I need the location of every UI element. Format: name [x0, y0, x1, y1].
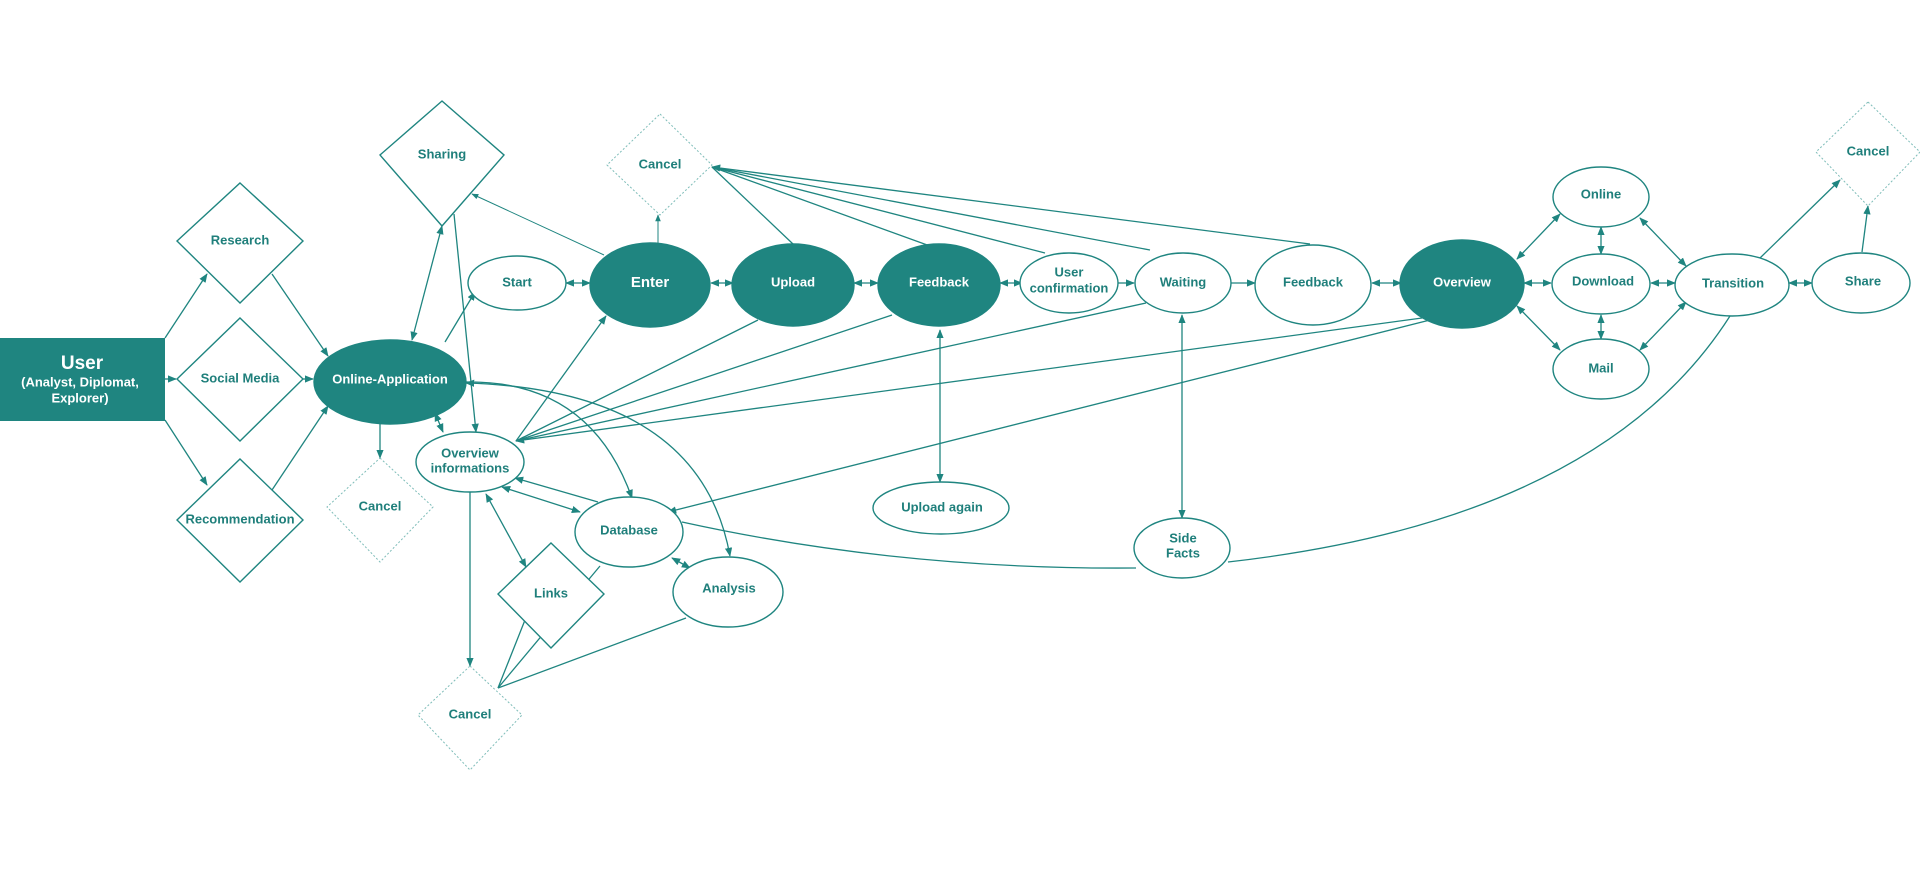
- cancel-top-label: Cancel: [639, 156, 682, 171]
- mail-label: Mail: [1588, 360, 1613, 375]
- edge-waiting-cancel: [711, 166, 1151, 251]
- upload-label: Upload: [771, 274, 815, 289]
- cancel-left-node[interactable]: Cancel: [326, 457, 434, 563]
- edge-sidefacts-transition: [1227, 315, 1731, 563]
- edge-info-upload: [515, 319, 759, 442]
- enter-label: Enter: [631, 274, 670, 291]
- overview-informations-node[interactable]: Overview informations: [415, 431, 525, 493]
- edge-user-recommendation: [164, 419, 208, 486]
- edge-overview-online: [1516, 213, 1561, 260]
- analysis-node[interactable]: Analysis: [672, 556, 784, 628]
- links-label: Links: [534, 585, 568, 600]
- user-box[interactable]: User (Analyst, Diplomat, Explorer): [0, 338, 165, 421]
- user-sub-2: Explorer): [51, 390, 108, 405]
- edge-app-analysis: [465, 379, 733, 557]
- social-media-label: Social Media: [201, 370, 281, 385]
- overview-node[interactable]: Overview: [1399, 239, 1525, 329]
- edge-app-sharing: [410, 225, 444, 341]
- recommendation-label: Recommendation: [185, 511, 294, 526]
- edge-app-overviewinfo: [434, 412, 444, 433]
- online-node[interactable]: Online: [1552, 166, 1650, 228]
- edge-userconf-cancel: [711, 166, 1046, 254]
- edge-overview-mail: [1516, 305, 1561, 351]
- download-node[interactable]: Download: [1551, 253, 1651, 315]
- cancel-top-node[interactable]: Cancel: [606, 113, 713, 216]
- user-confirmation-line1: User: [1055, 264, 1084, 279]
- cancel-left-label: Cancel: [359, 498, 402, 513]
- edge-app-start: [444, 291, 476, 343]
- sharing-label: Sharing: [418, 146, 466, 161]
- edge-analysis-cancel: [497, 617, 687, 689]
- transition-label: Transition: [1702, 275, 1764, 290]
- links-node[interactable]: Links: [497, 542, 605, 649]
- online-label: Online: [1581, 186, 1621, 201]
- database-label: Database: [600, 522, 658, 537]
- user-confirmation-node[interactable]: User confirmation: [1019, 252, 1119, 314]
- edge-mail-transition: [1639, 301, 1687, 351]
- upload-node[interactable]: Upload: [731, 243, 855, 327]
- edge-info-waiting: [515, 302, 1147, 442]
- share-label: Share: [1845, 273, 1881, 288]
- edge-database-sidefacts: [681, 521, 1137, 569]
- edge-share-cancel: [1861, 205, 1871, 253]
- edge-enter-sharing: [471, 193, 605, 256]
- edge-recommendation-app: [271, 405, 329, 491]
- edge-database-analysis: [671, 557, 691, 569]
- waiting-node[interactable]: Waiting: [1134, 252, 1232, 314]
- analysis-label: Analysis: [702, 580, 755, 595]
- edge-research-app: [271, 273, 329, 357]
- database-node[interactable]: Database: [574, 496, 684, 568]
- sharing-node[interactable]: Sharing: [379, 100, 505, 228]
- edge-database-info: [514, 476, 599, 503]
- edge-online-transition: [1639, 217, 1687, 267]
- edge-overview-database: [667, 319, 1431, 514]
- overview-label: Overview: [1433, 274, 1492, 289]
- edge-links-cancel: [497, 619, 526, 689]
- edges: [164, 164, 1871, 689]
- mail-node[interactable]: Mail: [1552, 338, 1650, 400]
- social-media-node[interactable]: Social Media: [175, 317, 305, 442]
- online-application-label: Online-Application: [332, 371, 448, 386]
- download-label: Download: [1572, 273, 1634, 288]
- waiting-label: Waiting: [1160, 274, 1207, 289]
- user-title: User: [61, 353, 104, 374]
- edge-info-links: [485, 493, 527, 568]
- user-sub-1: (Analyst, Diplomat,: [21, 374, 139, 389]
- side-facts-line2: Facts: [1166, 545, 1200, 560]
- research-label: Research: [211, 232, 270, 247]
- overview-informations-line2: informations: [431, 460, 510, 475]
- cancel-bottom-node[interactable]: Cancel: [417, 665, 523, 771]
- upload-again-label: Upload again: [901, 499, 983, 514]
- edge-info-database2: [501, 486, 581, 513]
- edge-user-research: [164, 273, 208, 339]
- cancel-right-node[interactable]: Cancel: [1815, 101, 1920, 207]
- feedback-1-node[interactable]: Feedback: [877, 243, 1001, 327]
- online-application-node[interactable]: Online-Application: [313, 339, 467, 425]
- side-facts-line1: Side: [1169, 530, 1196, 545]
- overview-informations-line1: Overview: [441, 445, 500, 460]
- share-node[interactable]: Share: [1811, 252, 1911, 314]
- feedback-1-label: Feedback: [909, 274, 970, 289]
- cancel-bottom-label: Cancel: [449, 706, 492, 721]
- recommendation-node[interactable]: Recommendation: [175, 458, 305, 583]
- edge-info-overview: [515, 317, 1423, 444]
- start-label: Start: [502, 274, 532, 289]
- edge-info-enter: [515, 315, 607, 442]
- research-node[interactable]: Research: [175, 182, 305, 304]
- upload-again-node[interactable]: Upload again: [872, 481, 1010, 535]
- edge-feedback2-cancel: [711, 164, 1311, 245]
- feedback-2-label: Feedback: [1283, 274, 1344, 289]
- edge-feedback-cancel: [711, 166, 931, 247]
- transition-node[interactable]: Transition: [1674, 253, 1790, 317]
- edge-info-feedback: [515, 314, 893, 442]
- edge-transition-cancel: [1759, 179, 1841, 259]
- feedback-2-node[interactable]: Feedback: [1254, 244, 1372, 326]
- side-facts-node[interactable]: Side Facts: [1133, 517, 1231, 579]
- edge-upload-cancel: [711, 166, 794, 245]
- cancel-right-label: Cancel: [1847, 143, 1890, 158]
- user-confirmation-line2: confirmation: [1030, 280, 1109, 295]
- start-node[interactable]: Start: [467, 255, 567, 311]
- enter-node[interactable]: Enter: [589, 242, 711, 328]
